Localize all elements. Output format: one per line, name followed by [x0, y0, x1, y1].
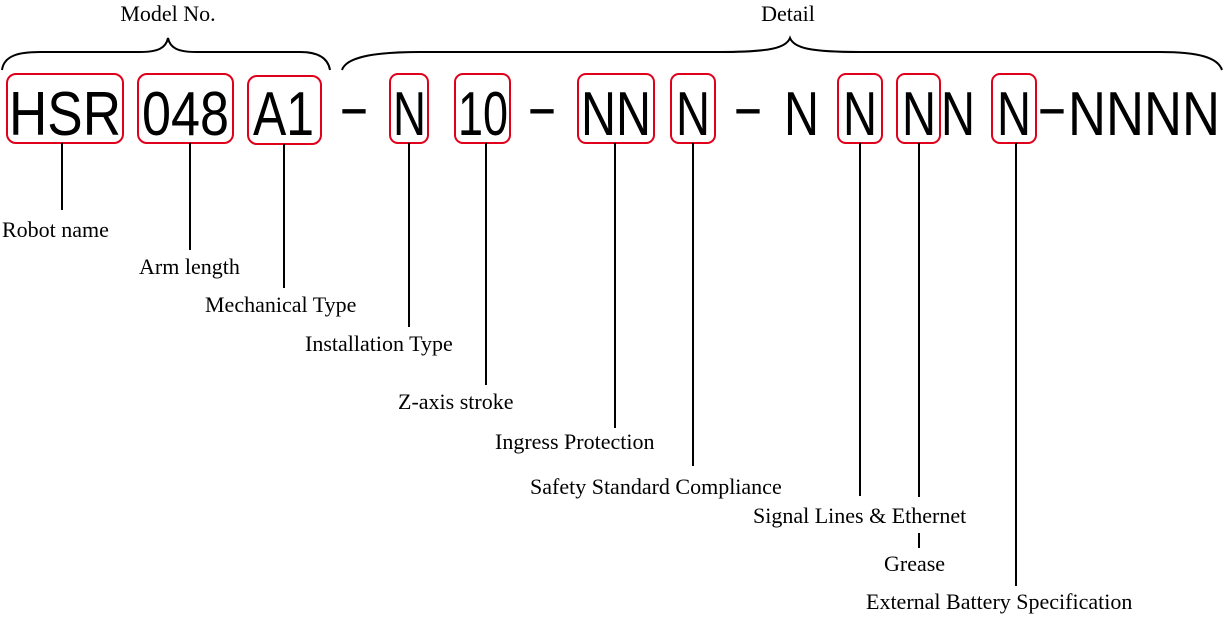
code-dash-3: − — [734, 77, 762, 146]
label-robot-name: Robot name — [2, 217, 109, 242]
code-tail: NNNN — [1068, 80, 1220, 149]
label-ingress: Ingress Protection — [495, 429, 654, 454]
box-z-stroke — [454, 73, 511, 144]
code-z-stroke: 10 — [458, 80, 508, 149]
code-robot-name: HSR — [9, 80, 121, 149]
label-installation-type: Installation Type — [305, 331, 453, 356]
code-signal: N — [843, 80, 877, 149]
model-no-title: Model No. — [120, 1, 215, 26]
code-mechanical-type: A1 — [253, 80, 314, 149]
model-no-brace — [1, 37, 331, 71]
code-arm-length: 048 — [142, 80, 229, 149]
code-grease: N — [902, 80, 936, 149]
code-dash-4: − — [1038, 77, 1066, 146]
label-mechanical-type: Mechanical Type — [205, 292, 356, 317]
code-battery: N — [997, 80, 1031, 149]
label-z-stroke: Z-axis stroke — [398, 389, 513, 414]
code-dash-2: − — [528, 77, 556, 146]
code-ingress: NN — [581, 80, 651, 149]
label-arm-length: Arm length — [139, 254, 240, 279]
box-robot-name — [6, 73, 124, 144]
detail-title: Detail — [761, 1, 815, 26]
label-grease: Grease — [884, 551, 945, 576]
code-plain-n-2: N — [941, 80, 975, 149]
code-plain-n: N — [784, 80, 819, 149]
code-dash-1: − — [340, 77, 368, 146]
code-installation-type: N — [393, 80, 426, 149]
box-arm-length — [137, 73, 234, 144]
code-safety: N — [676, 80, 710, 149]
label-safety: Safety Standard Compliance — [530, 474, 782, 499]
label-battery: External Battery Specification — [866, 589, 1132, 614]
label-signal: Signal Lines & Ethernet — [753, 503, 966, 528]
box-battery — [991, 73, 1037, 144]
detail-brace — [341, 35, 1223, 71]
